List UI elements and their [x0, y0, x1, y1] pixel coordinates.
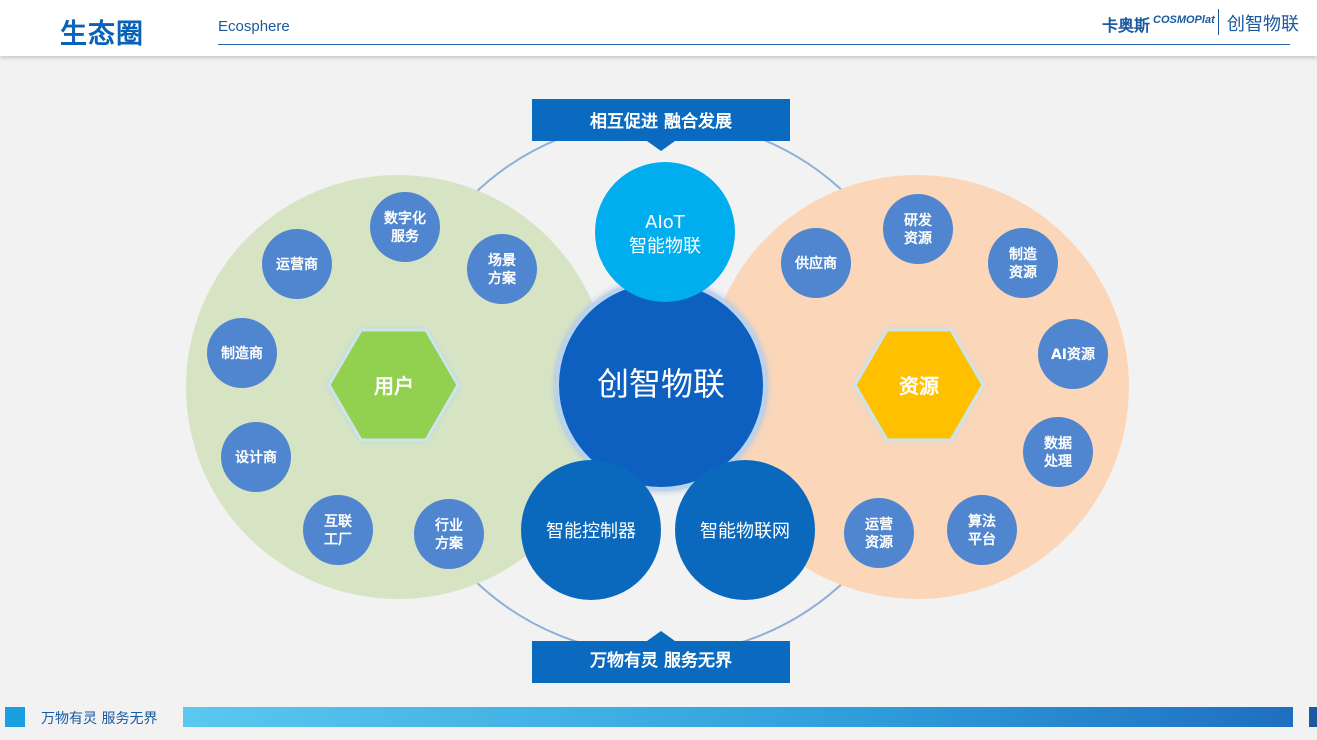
top-banner-text: 相互促进 融合发展 — [590, 111, 732, 132]
user-node-1 — [262, 229, 332, 299]
resource-hex-label: 资源 — [899, 374, 939, 398]
aiot-label-line1: AIoT — [645, 212, 686, 233]
resource-node-label-5-1: 平台 — [968, 531, 996, 548]
center-hub: 创智物联 — [555, 279, 767, 491]
controller-circle — [521, 460, 661, 600]
user-node-label-0-1: 服务 — [391, 228, 420, 245]
bottom-banner: 万物有灵 服务无界 — [532, 631, 790, 683]
user-node-label-1-0: 运营商 — [276, 256, 318, 273]
user-node-0 — [370, 192, 440, 262]
resource-node-label-1-0: 供应商 — [794, 255, 837, 272]
user-node-3 — [207, 318, 277, 388]
page-title: 生态圈 — [60, 19, 144, 50]
user-node-label-2-1: 方案 — [488, 270, 517, 287]
resource-node-label-6-0: 运营 — [865, 516, 893, 533]
user-node-label-5-0: 互联 — [324, 514, 353, 530]
resource-node-label-0-0: 研发 — [904, 212, 933, 229]
header-divider — [218, 44, 1290, 45]
resource-node-label-4-0: 数据 — [1044, 435, 1072, 452]
resource-node-6 — [844, 498, 914, 568]
aiot-node: AIoT 智能物联 — [595, 162, 735, 302]
user-node-label-0-0: 数字化 — [384, 210, 426, 227]
top-banner-shape — [532, 99, 790, 151]
bottom-banner-shape — [532, 631, 790, 683]
user-node-label-4-0: 设计商 — [235, 449, 277, 466]
page-subtitle: Ecosphere — [218, 18, 290, 35]
resource-node-4 — [1023, 417, 1093, 487]
resource-node-label-6-1: 资源 — [865, 534, 893, 551]
user-node-5 — [303, 495, 373, 565]
center-label: 创智物联 — [597, 365, 725, 403]
user-node-4 — [221, 422, 291, 492]
user-node-label-5-1: 工厂 — [324, 532, 352, 548]
resource-hexagon: 资源 — [853, 328, 985, 442]
iot-network-node: 智能物联网 — [675, 460, 815, 600]
resource-node-0 — [883, 194, 953, 264]
user-node-label-2-0: 场景 — [488, 253, 516, 269]
brand-logo-cn: 卡奥斯 — [1102, 16, 1151, 35]
resource-node-3 — [1038, 319, 1108, 389]
header-bar: 生态圈 Ecosphere 卡奥斯 COSMOPlat 创智物联 — [0, 0, 1317, 56]
resource-node-5 — [947, 495, 1017, 565]
bottom-banner-text: 万物有灵 服务无界 — [589, 650, 732, 671]
resource-node-2 — [988, 228, 1058, 298]
user-node-label-6-1: 方案 — [435, 535, 464, 552]
footer-square — [5, 707, 25, 727]
iot-network-circle — [675, 460, 815, 600]
iot-network-label: 智能物联网 — [700, 521, 790, 542]
footer-end-block — [1309, 707, 1317, 727]
brand-separator — [1218, 9, 1219, 35]
brand-logo-2: 创智物联 — [1227, 14, 1299, 35]
aiot-circle — [595, 162, 735, 302]
resource-node-label-2-0: 制造 — [1009, 246, 1037, 263]
resource-node-label-4-1: 处理 — [1043, 453, 1072, 470]
user-hexagon: 用户 — [327, 328, 460, 442]
user-node-label-6-0: 行业 — [434, 517, 463, 534]
resource-node-label-0-1: 资源 — [904, 230, 932, 247]
user-hex-label: 用户 — [374, 374, 414, 398]
resource-node-1 — [781, 228, 851, 298]
user-node-2 — [467, 234, 537, 304]
user-node-label-3-0: 制造商 — [221, 345, 263, 362]
resource-node-label-2-1: 资源 — [1009, 264, 1037, 281]
footer-slogan: 万物有灵 服务无界 — [41, 711, 158, 727]
aiot-label-line2: 智能物联 — [629, 236, 701, 257]
controller-label: 智能控制器 — [546, 521, 636, 542]
resource-node-label-3-0: AI资源 — [1051, 346, 1095, 363]
user-node-6 — [414, 499, 484, 569]
top-banner: 相互促进 融合发展 — [532, 99, 790, 151]
resource-node-label-5-0: 算法 — [968, 513, 996, 530]
footer-gradient-bar — [183, 707, 1293, 727]
user-nodes: 数字化服务运营商场景方案制造商设计商互联工厂行业方案 — [207, 192, 537, 569]
controller-node: 智能控制器 — [521, 460, 661, 600]
brand-logo-en: COSMOPlat — [1153, 14, 1215, 26]
